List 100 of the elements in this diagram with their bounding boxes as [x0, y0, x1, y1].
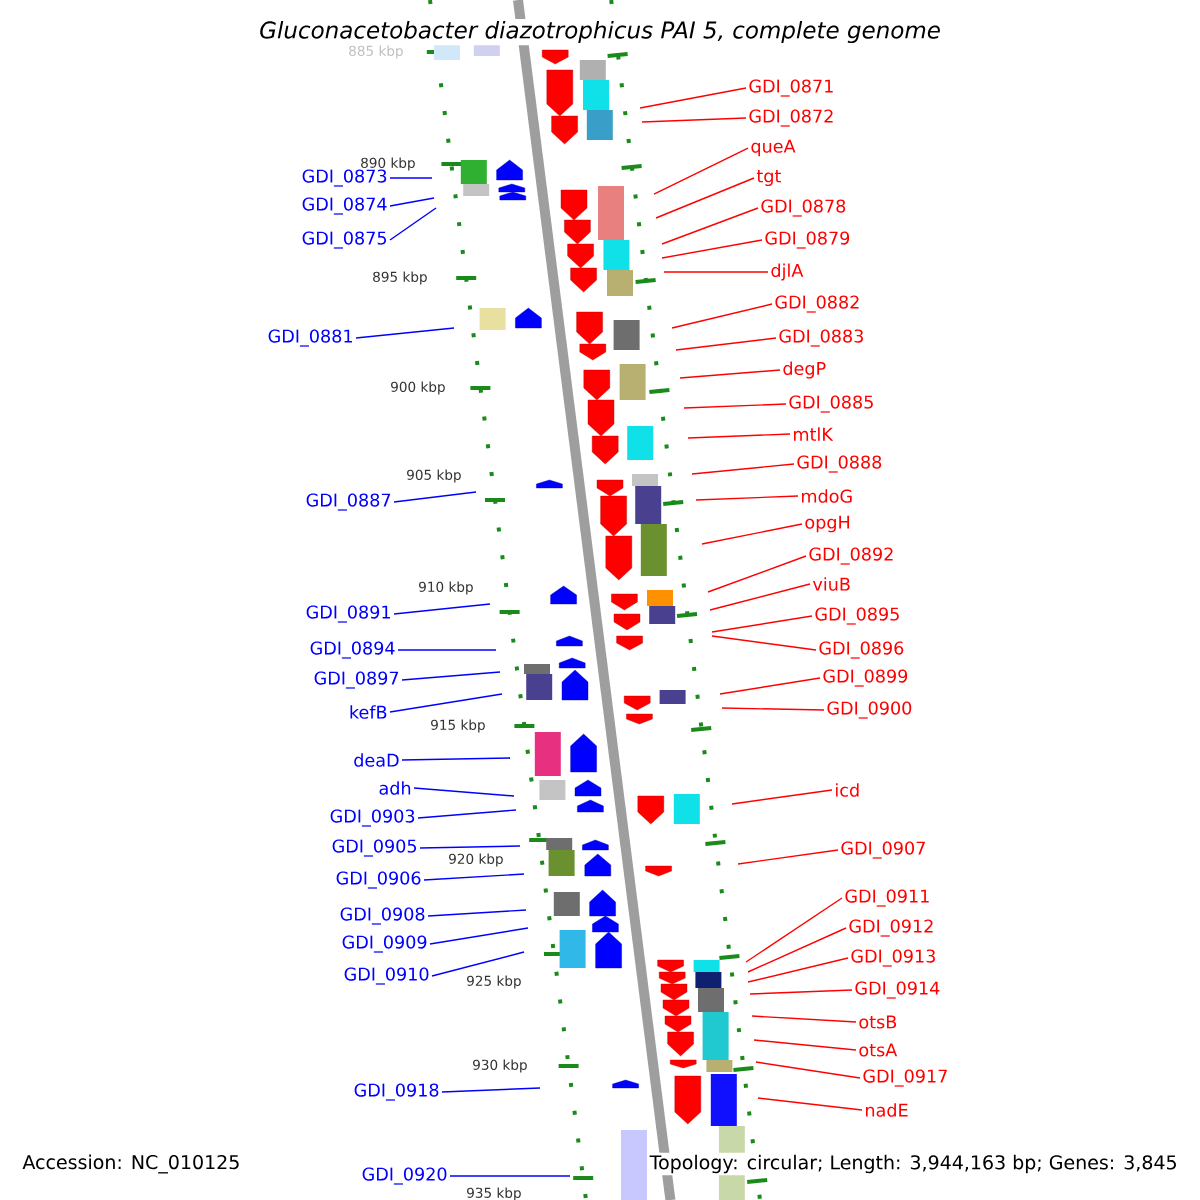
- leader-line: [683, 403, 787, 409]
- gene-label: GDI_0910: [344, 967, 429, 985]
- gene-label: GDI_0871: [749, 79, 833, 97]
- leader-line: [449, 1175, 571, 1177]
- gene-label: GDI_0897: [314, 671, 399, 689]
- leader-line: [653, 147, 749, 195]
- leader-line: [721, 707, 825, 711]
- gene-label: GDI_0887: [306, 493, 391, 511]
- leader-line: [687, 433, 791, 439]
- gene-label: queA: [751, 139, 796, 157]
- leader-line: [707, 555, 807, 593]
- gene-label: GDI_0892: [809, 547, 893, 565]
- gene-label: opgH: [805, 515, 850, 533]
- gene-label: GDI_0879: [765, 231, 850, 249]
- gene-label: GDI_0918: [354, 1083, 439, 1101]
- leader-line: [401, 757, 511, 761]
- gene-label: deaD: [354, 753, 399, 767]
- leader-line: [427, 909, 527, 917]
- topology-label: Topology: circular; Length: 3,944,163 bp; Genes: 3,845: [647, 1152, 1180, 1176]
- leader-line: [747, 927, 847, 973]
- gene-label: GDI_0894: [310, 641, 395, 659]
- gene-label: GDI_0895: [815, 607, 899, 625]
- gene-label: GDI_0875: [302, 231, 387, 249]
- gene-label: GDI_0873: [302, 169, 387, 187]
- leader-line: [441, 1087, 541, 1093]
- leader-line: [755, 1061, 861, 1079]
- gene-label: GDI_0911: [845, 889, 929, 907]
- gene-label: GDI_0908: [340, 907, 425, 925]
- leader-line: [417, 809, 517, 819]
- gene-label: GDI_0885: [789, 395, 873, 413]
- leader-line: [711, 615, 813, 633]
- gene-label: GDI_0883: [779, 329, 863, 347]
- leader-line: [745, 897, 843, 963]
- leader-line: [397, 649, 497, 651]
- leader-line: [679, 369, 781, 379]
- leader-line: [431, 951, 525, 977]
- gene-label: GDI_0920: [362, 1167, 447, 1185]
- gene-label: GDI_0917: [863, 1069, 947, 1087]
- gene-label: GDI_0881: [268, 329, 352, 347]
- gene-label: GDI_0888: [797, 455, 882, 473]
- leader-line: [389, 177, 433, 179]
- leader-line: [661, 239, 763, 259]
- leader-line: [675, 337, 777, 351]
- gene-label: GDI_0907: [841, 841, 925, 859]
- title: Gluconacetobacter diazotrophicus PAI 5, complete genome: [257, 18, 943, 46]
- gene-label: GDI_0874: [302, 197, 387, 215]
- leader-line: [719, 677, 821, 695]
- leader-line: [711, 635, 817, 651]
- leader-line: [419, 845, 521, 849]
- leader-line: [749, 989, 853, 995]
- leader-line: [691, 463, 795, 475]
- leader-line: [389, 693, 503, 713]
- gene-label: GDI_0905: [332, 839, 417, 857]
- gene-label: djlA: [771, 263, 804, 281]
- gene-label: tgt: [756, 170, 781, 186]
- gene-label: viuB: [812, 577, 850, 591]
- leader-line: [753, 1039, 857, 1051]
- leader-line: [709, 583, 811, 611]
- leader-line: [655, 177, 755, 219]
- gene-label: GDI_0896: [819, 641, 904, 659]
- gene-label: GDI_0913: [851, 949, 935, 967]
- leader-line: [663, 271, 769, 273]
- leader-line: [641, 117, 747, 123]
- gene-label: kefB: [350, 705, 387, 719]
- gene-label: GDI_0914: [855, 981, 940, 999]
- gene-label: GDI_0909: [342, 935, 427, 953]
- gene-label: GDI_0903: [330, 809, 415, 827]
- leader-line: [355, 327, 455, 339]
- gene-label: mtlK: [794, 427, 834, 441]
- leader-line: [401, 671, 501, 681]
- leader-line: [429, 927, 529, 945]
- leader-line: [751, 1015, 857, 1023]
- leader-line: [423, 873, 525, 881]
- gene-label: icd: [836, 783, 859, 797]
- gene-label: mdoG: [802, 489, 852, 503]
- leader-line: [389, 197, 435, 207]
- gene-label: GDI_0912: [849, 919, 933, 937]
- leader-line: [393, 603, 491, 615]
- gene-label: adh: [379, 781, 411, 795]
- leader-line: [639, 87, 747, 109]
- gene-label: GDI_0882: [775, 295, 859, 313]
- gene-label: GDI_0878: [761, 199, 846, 217]
- gene-label: GDI_0906: [336, 871, 421, 889]
- gene-label: otsB: [859, 1015, 897, 1029]
- gene-label: otsA: [859, 1043, 898, 1057]
- accession-label: Accession: NC_010125: [22, 1154, 239, 1174]
- leader-line: [671, 303, 773, 329]
- gene-label: GDI_0891: [306, 605, 390, 623]
- leader-line: [737, 849, 839, 865]
- leader-line: [747, 957, 849, 983]
- leader-line: [695, 495, 799, 501]
- gene-label: GDI_0900: [827, 701, 912, 719]
- gene-label: GDI_0872: [749, 109, 833, 127]
- gene-label: degP: [783, 361, 826, 379]
- gene-label: GDI_0899: [823, 669, 908, 687]
- leader-line: [393, 491, 477, 503]
- leader-line: [731, 789, 833, 805]
- leader-line: [389, 207, 437, 241]
- leader-line: [413, 787, 515, 797]
- leader-line: [757, 1097, 863, 1111]
